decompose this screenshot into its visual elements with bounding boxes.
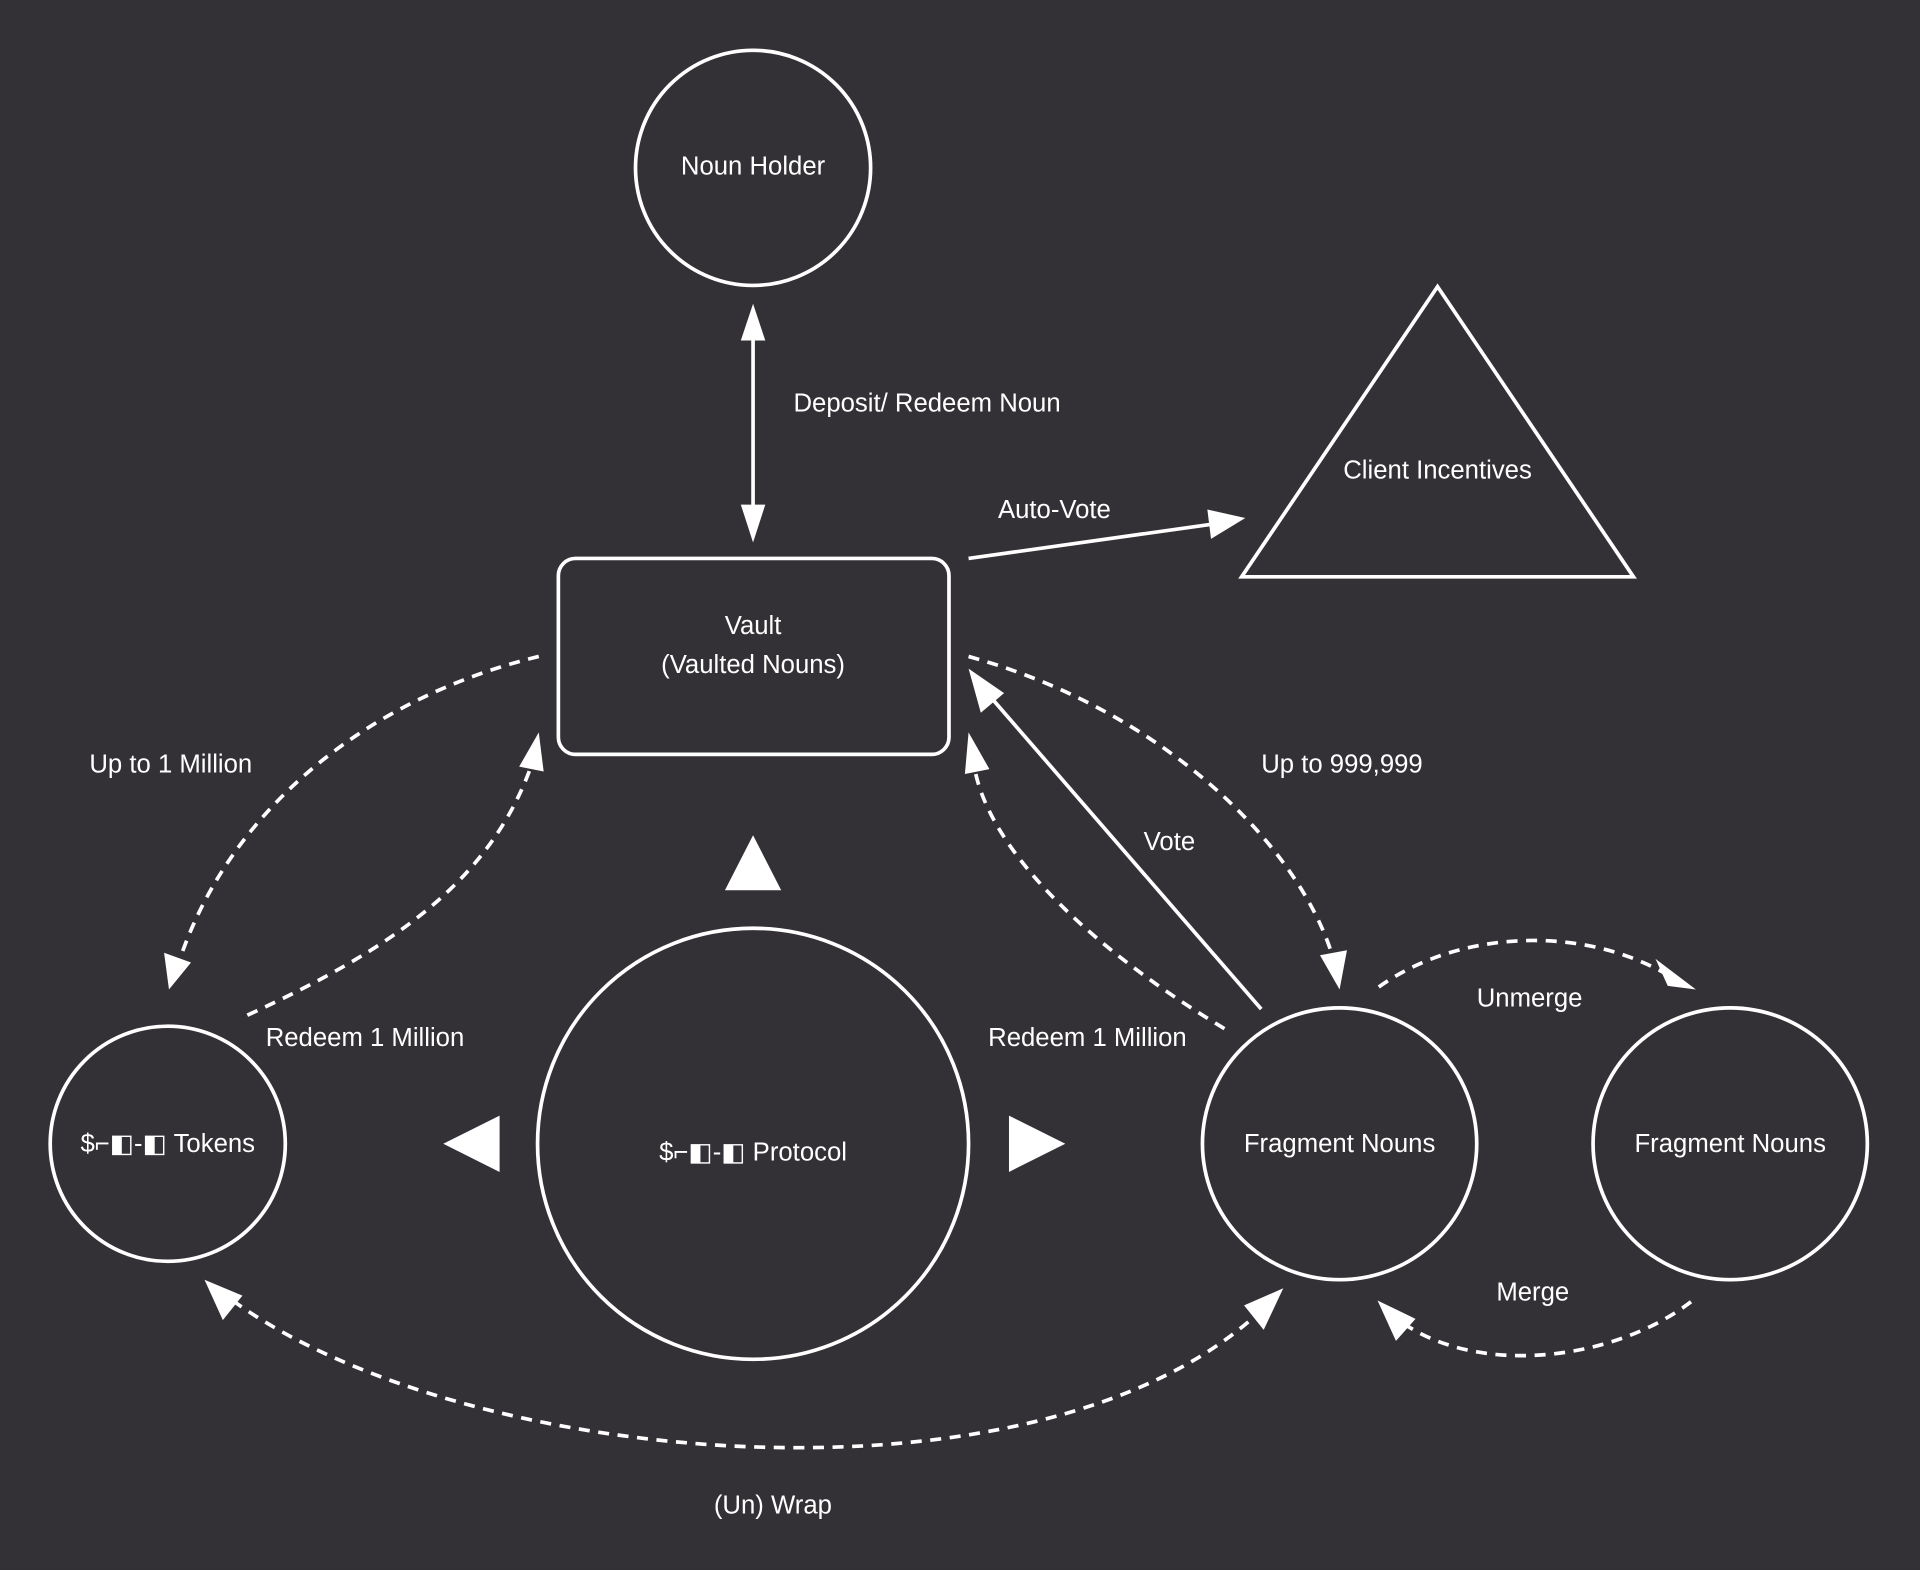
node-noun-holder[interactable]: Noun Holder	[633, 48, 873, 288]
arrowhead-up-left-icon	[968, 668, 1005, 713]
protocol-circle	[535, 926, 971, 1362]
tokens-label: $⌐◧-◧ Tokens	[80, 1130, 255, 1158]
arrowhead-right-icon	[1655, 958, 1696, 990]
edge-wrap[interactable]: (Un) Wrap	[204, 1279, 1284, 1520]
edge-up-to-1-million[interactable]: Up to 1 Million	[89, 654, 540, 990]
node-client-incentives[interactable]: Client Incentives	[1238, 283, 1637, 579]
triangle-right-icon	[1008, 1115, 1066, 1172]
node-vault[interactable]: Vault (Vaulted Nouns)	[556, 556, 951, 757]
edge-redeem-tokens[interactable]: Redeem 1 Million	[246, 732, 544, 1052]
edge-redeem-fragments[interactable]: Redeem 1 Million	[964, 732, 1226, 1052]
arrowhead-left-icon	[1377, 1300, 1416, 1341]
wrap-path	[231, 1299, 1263, 1450]
arrowhead-down-icon	[740, 504, 766, 543]
fragment-nouns-a-circle	[1200, 1006, 1479, 1282]
arrowhead-right-icon	[1207, 509, 1246, 539]
arrowhead-down-icon	[164, 952, 192, 990]
edge-auto-vote[interactable]: Auto-Vote	[968, 496, 1246, 561]
up-to-1-million-label: Up to 1 Million	[89, 751, 252, 779]
fragment-nouns-b-label: Fragment Nouns	[1634, 1130, 1825, 1158]
redeem-tokens-path	[246, 764, 534, 1017]
up-to-999999-path	[968, 654, 1334, 956]
noun-holder-label: Noun Holder	[681, 153, 826, 181]
tokens-circle	[48, 1024, 288, 1264]
redeem-tokens-label: Redeem 1 Million	[266, 1024, 465, 1052]
edge-vote[interactable]: Vote	[968, 668, 1263, 1011]
vault-box	[556, 556, 951, 757]
vote-line	[988, 694, 1263, 1011]
vault-subtitle: (Vaulted Nouns)	[661, 651, 845, 679]
protocol-label: $⌐◧-◧ Protocol	[659, 1138, 847, 1166]
arrowhead-up-icon	[964, 732, 990, 774]
arrowhead-down-icon	[1320, 950, 1347, 990]
unmerge-path	[1377, 938, 1667, 989]
client-incentives-triangle	[1238, 283, 1637, 579]
fragment-nouns-a-label: Fragment Nouns	[1244, 1130, 1435, 1158]
unmerge-label: Unmerge	[1477, 985, 1583, 1013]
deposit-redeem-label: Deposit/ Redeem Noun	[793, 390, 1060, 418]
arrowhead-up-icon	[519, 732, 544, 772]
redeem-fragments-path	[972, 768, 1226, 1031]
auto-vote-line	[968, 522, 1213, 561]
up-to-999999-label: Up to 999,999	[1261, 751, 1422, 779]
triangle-up-icon	[724, 835, 782, 891]
noun-holder-circle	[633, 48, 873, 288]
edge-up-to-999999[interactable]: Up to 999,999	[968, 654, 1423, 990]
merge-label: Merge	[1496, 1279, 1569, 1307]
edge-deposit-redeem[interactable]: Deposit/ Redeem Noun	[740, 303, 1061, 543]
node-tokens[interactable]: $⌐◧-◧ Tokens	[48, 1024, 288, 1264]
node-protocol[interactable]: $⌐◧-◧ Protocol	[535, 926, 971, 1362]
edge-unmerge[interactable]: Unmerge	[1377, 938, 1696, 1013]
arrowhead-right-icon	[1244, 1288, 1284, 1330]
up-to-1-million-path	[179, 654, 540, 956]
node-fragment-nouns-a[interactable]: Fragment Nouns	[1200, 1006, 1479, 1282]
vault-title: Vault	[725, 612, 782, 640]
edge-merge[interactable]: Merge	[1377, 1279, 1693, 1358]
vote-label: Vote	[1144, 828, 1195, 856]
triangle-left-icon	[443, 1115, 500, 1172]
client-incentives-label: Client Incentives	[1343, 456, 1532, 484]
node-fragment-nouns-b[interactable]: Fragment Nouns	[1591, 1006, 1870, 1282]
arrowhead-left-icon	[204, 1279, 243, 1321]
arrowhead-up-icon	[740, 303, 766, 341]
redeem-fragments-label: Redeem 1 Million	[988, 1024, 1187, 1052]
fragment-nouns-b-circle	[1591, 1006, 1870, 1282]
auto-vote-label: Auto-Vote	[998, 496, 1111, 524]
wrap-label: (Un) Wrap	[714, 1492, 832, 1520]
